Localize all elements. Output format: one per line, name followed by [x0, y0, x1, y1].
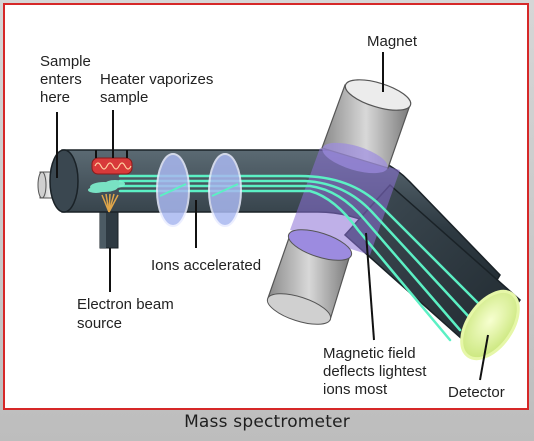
label-heater-line-1: Heater vaporizes	[100, 71, 213, 88]
label-magnet: Magnet	[367, 33, 418, 50]
electron-beam	[101, 193, 119, 213]
label-sample-line-1: Sample	[40, 53, 91, 70]
label-ions-accelerated: Ions accelerated	[151, 257, 261, 274]
leader-lines	[56, 52, 489, 381]
label-detector: Detector	[448, 384, 505, 401]
label-sample-line-2: enters	[40, 71, 82, 88]
magnet-top	[321, 79, 412, 174]
label-sample-line-3: here	[40, 89, 70, 106]
ion-beams	[118, 174, 482, 342]
label-magnetic-line-3: ions most	[323, 381, 388, 398]
detector-plate	[460, 289, 520, 361]
label-electron-line-2: source	[77, 315, 122, 332]
label-electron-line-1: Electron beam	[77, 296, 174, 313]
figure-caption: Mass spectrometer	[184, 412, 350, 432]
magnet-bottom	[266, 229, 353, 325]
vapor-cloud	[88, 180, 125, 193]
electron-source-stem	[99, 211, 119, 249]
heater-coil	[91, 150, 133, 175]
label-magnetic-line-1: Magnetic field	[323, 345, 416, 362]
chamber-end-cap	[49, 149, 79, 213]
label-heater-line-2: sample	[100, 89, 148, 106]
accelerator-plate-2	[208, 153, 242, 227]
accelerator-plate-1	[156, 153, 190, 227]
label-magnetic-line-2: deflects lightest	[323, 363, 427, 380]
